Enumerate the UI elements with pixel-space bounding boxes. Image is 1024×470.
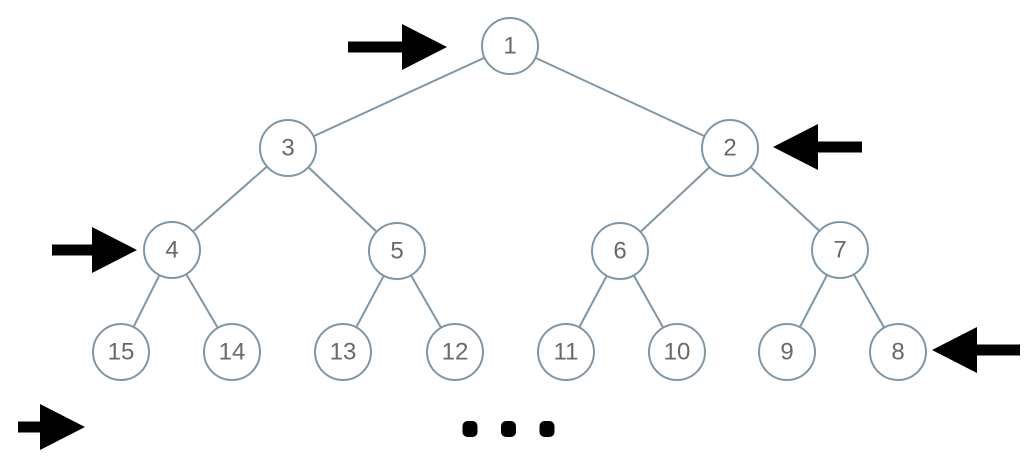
tree-node-3: [259, 119, 317, 177]
tree-node-11: [537, 323, 595, 381]
tree-node-label-2: 2: [723, 135, 736, 162]
tree-node-label-1: 1: [503, 33, 516, 60]
tree-edge-1-3: [287, 45, 511, 149]
level-1-direction-arrow-right: [348, 24, 447, 70]
level-3-direction-arrow-right: [52, 227, 137, 273]
tree-node-label-4: 4: [165, 237, 178, 264]
tree-node-13: [314, 323, 372, 381]
tree-node-1: [481, 17, 539, 75]
tree-node-label-7: 7: [833, 237, 846, 264]
level-2-direction-arrow-left: [773, 124, 862, 170]
tree-node-14: [203, 323, 261, 381]
tree-node-7: [811, 221, 869, 279]
tree-node-label-8: 8: [891, 339, 904, 366]
direction-arrows-layer: [18, 24, 1020, 450]
tree-node-10: [648, 323, 706, 381]
tree-node-label-3: 3: [281, 135, 294, 162]
tree-edges-layer: [120, 45, 899, 353]
tree-node-label-14: 14: [219, 339, 246, 366]
tree-node-label-12: 12: [442, 339, 469, 366]
tree-node-label-5: 5: [390, 238, 403, 265]
tree-node-label-10: 10: [664, 339, 691, 366]
tree-edge-1-2: [509, 45, 731, 149]
tree-node-6: [591, 222, 649, 280]
ellipsis-dot-2: [501, 421, 516, 437]
tree-node-label-15: 15: [108, 339, 135, 366]
tree-node-15: [92, 323, 150, 381]
tree-node-2: [701, 119, 759, 177]
level-5-direction-arrow-right: [18, 404, 85, 450]
tree-node-label-6: 6: [613, 238, 626, 265]
tree-node-label-13: 13: [330, 339, 357, 366]
tree-node-label-9: 9: [780, 339, 793, 366]
tree-node-12: [426, 323, 484, 381]
tree-node-label-11: 11: [554, 339, 579, 366]
tree-node-4: [143, 221, 201, 279]
ellipsis-dot-3: [539, 421, 555, 437]
level-4-direction-arrow-left: [932, 327, 1020, 373]
ellipsis-layer: [462, 421, 555, 437]
tree-node-5: [368, 222, 426, 280]
tree-node-9: [758, 323, 816, 381]
tree-node-8: [869, 323, 927, 381]
ellipsis-dot-1: [462, 421, 478, 437]
